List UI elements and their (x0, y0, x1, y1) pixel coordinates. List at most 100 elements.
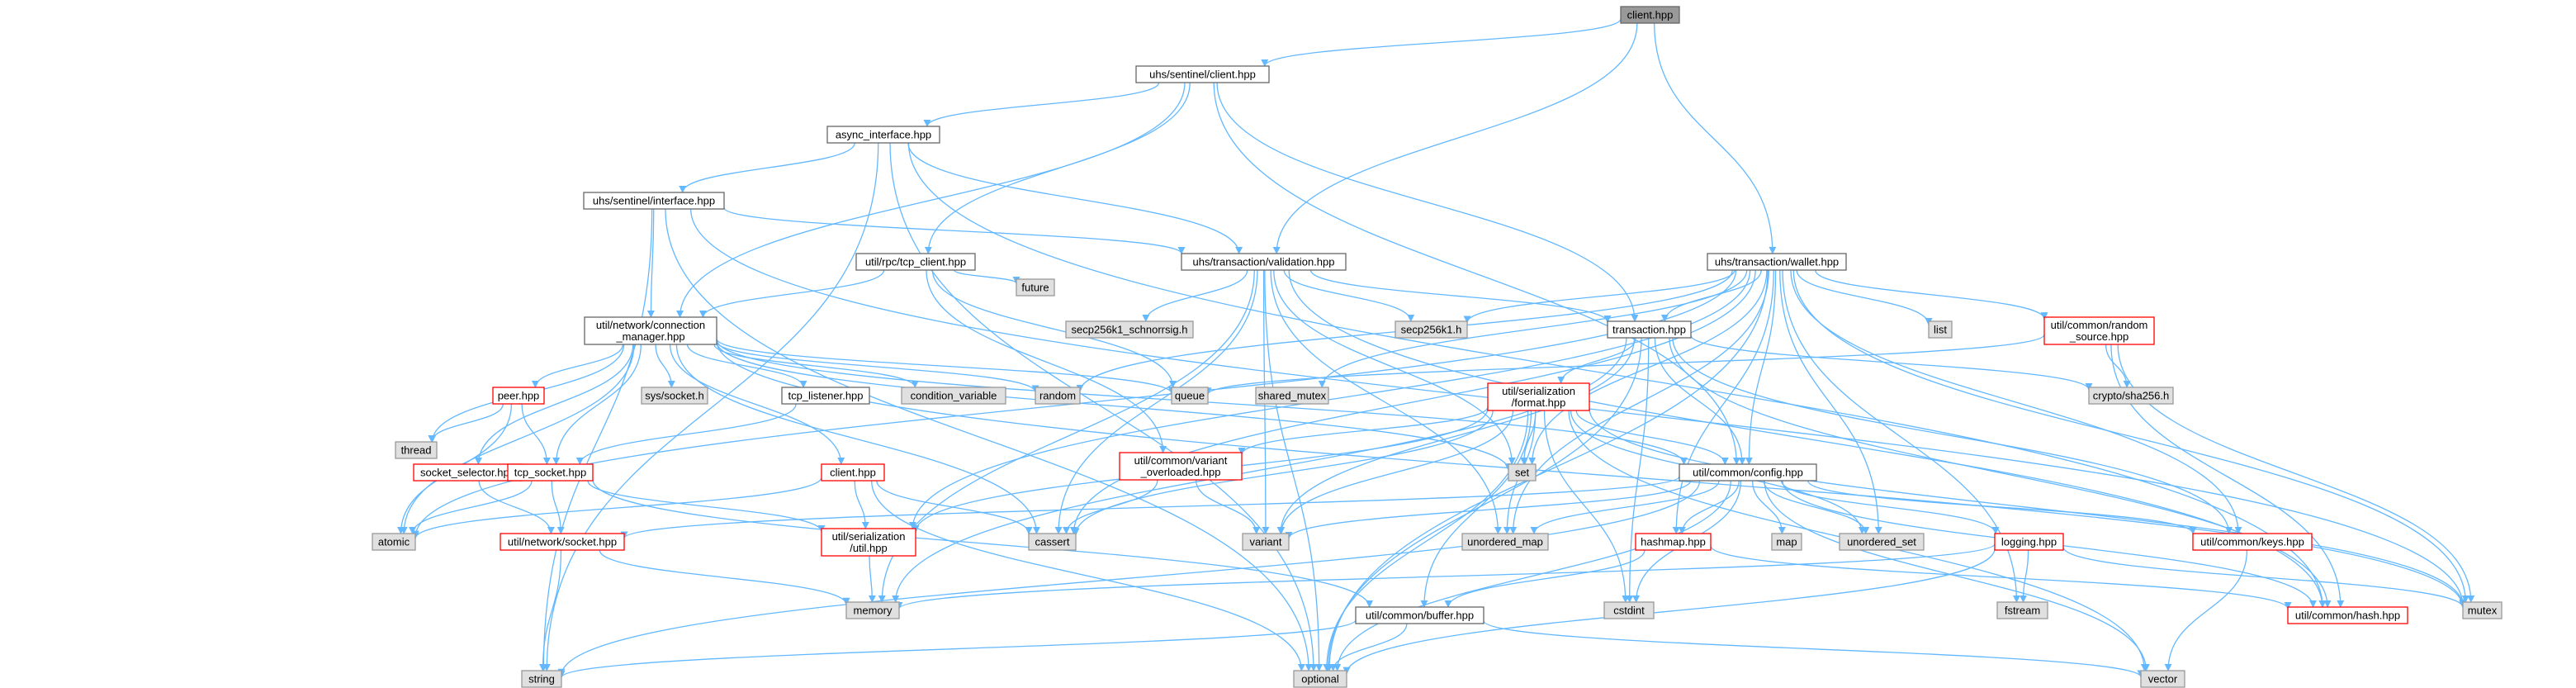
node-label: secp256k1_schnorrsig.h (1072, 324, 1188, 336)
node-label: mutex (2468, 605, 2498, 617)
edge-validation-to-secp_schnorr (1142, 269, 1248, 322)
edge-client2-to-atomic (411, 477, 822, 539)
edge-tcp_socket-to-ser_util (587, 480, 826, 533)
edge-ser_format-to-variant (1277, 410, 1514, 534)
node-label: atomic (378, 536, 410, 548)
edge-conn_manager-to-set (716, 341, 1513, 472)
node-async-interface[interactable]: async_interface.hpp (826, 126, 940, 144)
node-box (1508, 463, 1537, 482)
node-tcp-client[interactable]: util/rpc/tcp_client.hpp (855, 253, 976, 271)
node-atomic: atomic (372, 533, 416, 551)
node-box (2088, 387, 2174, 405)
node-keys[interactable]: util/common/keys.hpp (2192, 533, 2313, 551)
node-hash[interactable]: util/common/hash.hpp (2287, 606, 2408, 624)
edge-sentinel_client-to-config (1213, 82, 1740, 465)
edge-tcp_socket-to-buffer (592, 479, 1374, 608)
node-validation[interactable]: uhs/transaction/validation.hpp (1181, 253, 1347, 271)
edge-tcp_client-to-future (954, 269, 1020, 284)
node-sentinel-interface[interactable]: uhs/sentinel/interface.hpp (583, 192, 725, 210)
node-label: util/common/config.hpp (1693, 467, 1803, 479)
edge-transaction-to-sha256 (1690, 335, 2093, 391)
edge-wallet-to-set (1528, 269, 1768, 465)
node-label: uhs/transaction/validation.hpp (1192, 256, 1334, 268)
node-socket-selector[interactable]: socket_selector.hpp (413, 463, 523, 482)
node-box (1395, 320, 1468, 339)
node-box (2140, 670, 2185, 688)
edge-logging-to-optional (1342, 548, 1996, 675)
edge-sentinel_client-to-transaction (1216, 82, 1639, 322)
node-box (583, 192, 725, 210)
node-tcp-socket[interactable]: tcp_socket.hpp (507, 463, 594, 482)
node-box (1839, 533, 1925, 551)
node-cassert: cassert (1028, 533, 1077, 551)
node-client-hpp[interactable]: client.hpp (1620, 6, 1680, 24)
node-label: tcp_socket.hpp (514, 467, 586, 479)
node-box (1028, 533, 1077, 551)
node-config[interactable]: util/common/config.hpp (1679, 463, 1817, 482)
edge-client_hpp-to-validation (1272, 22, 1638, 254)
edge-sentinel_interface-to-optional (665, 208, 1313, 671)
node-label-line1: util/common/variant (1134, 454, 1228, 467)
edge-config-to-network_socket (620, 476, 1680, 539)
edge-ser_format-to-cassert (1072, 410, 1494, 536)
node-box (1242, 533, 1290, 551)
node-network-socket[interactable]: util/network/socket.hpp (500, 533, 625, 551)
edge-random_source-to-sha256 (2105, 344, 2131, 388)
node-client2[interactable]: client.hpp (821, 463, 885, 482)
node-future: future (1016, 278, 1055, 297)
edge-conn_manager-to-tcp_listener (686, 344, 807, 388)
edge-validation-to-set (1273, 269, 1516, 465)
node-label: memory (854, 605, 893, 617)
node-ser-util[interactable]: util/serialization/util.hpp (821, 528, 916, 557)
node-label: hashmap.hpp (1641, 536, 1706, 548)
node-label: uhs/sentinel/client.hpp (1149, 69, 1256, 81)
node-ser-format[interactable]: util/serialization/format.hpp (1487, 382, 1590, 411)
node-box (2043, 316, 2155, 345)
node-hashmap[interactable]: hashmap.hpp (1635, 533, 1712, 551)
node-box (1487, 382, 1590, 411)
node-label: uhs/transaction/wallet.hpp (1715, 256, 1839, 268)
node-label: util/network/socket.hpp (508, 536, 617, 548)
node-box (521, 670, 562, 688)
node-transaction[interactable]: transaction.hpp (1607, 320, 1692, 339)
node-box (1171, 387, 1209, 405)
node-random-source[interactable]: util/common/random_source.hpp (2043, 316, 2155, 345)
edge-tcp_client-to-conn_manager (698, 269, 885, 318)
node-sentinel-client[interactable]: uhs/sentinel/client.hpp (1135, 65, 1270, 83)
node-conn-manager[interactable]: util/network/connection_manager.hpp (584, 316, 717, 345)
node-shared-mutex: shared_mutex (1255, 387, 1329, 405)
node-wallet[interactable]: uhs/transaction/wallet.hpp (1707, 253, 1847, 271)
node-label-line1: util/network/connection (596, 319, 705, 331)
node-box (1679, 463, 1817, 482)
node-label: cassert (1035, 536, 1070, 548)
edge-async_interface-to-validation (907, 142, 1243, 254)
node-logging[interactable]: logging.hpp (1994, 533, 2064, 551)
node-box (1607, 320, 1692, 339)
edge-client_hpp-to-sentinel_client (1261, 18, 1622, 67)
node-buffer[interactable]: util/common/buffer.hpp (1355, 606, 1485, 624)
node-set: set (1508, 463, 1537, 482)
node-box (1255, 387, 1329, 405)
node-box (821, 528, 916, 557)
edge-random_source-to-queue (1204, 334, 2045, 396)
edge-async_interface-to-optional (889, 142, 1318, 671)
edge-wallet-to-unordered_map (1509, 269, 1769, 534)
node-box (372, 533, 416, 551)
edge-wallet-to-unordered_set (1779, 269, 1882, 534)
node-box (1620, 6, 1680, 24)
node-tcp-listener[interactable]: tcp_listener.hpp (781, 387, 870, 405)
node-peer[interactable]: peer.hpp (492, 387, 545, 405)
edge-conn_manager-to-random (716, 340, 1039, 393)
node-box (1635, 533, 1712, 551)
node-optional: optional (1293, 670, 1347, 688)
edge-peer-to-thread (428, 403, 504, 443)
edge-client2-to-cassert (876, 480, 1033, 534)
edge-config-to-unordered_set (1763, 480, 1870, 534)
edge-tcp_client-to-variant_overloaded (926, 269, 1167, 453)
node-label-line2: /format.hpp (1512, 396, 1566, 409)
node-vector: vector (2140, 670, 2185, 688)
node-variant-overloaded[interactable]: util/common/variant_overloaded.hpp (1119, 452, 1243, 481)
node-box (1994, 533, 2064, 551)
edge-config-to-keys (1807, 480, 2197, 535)
node-secp: secp256k1.h (1395, 320, 1468, 339)
